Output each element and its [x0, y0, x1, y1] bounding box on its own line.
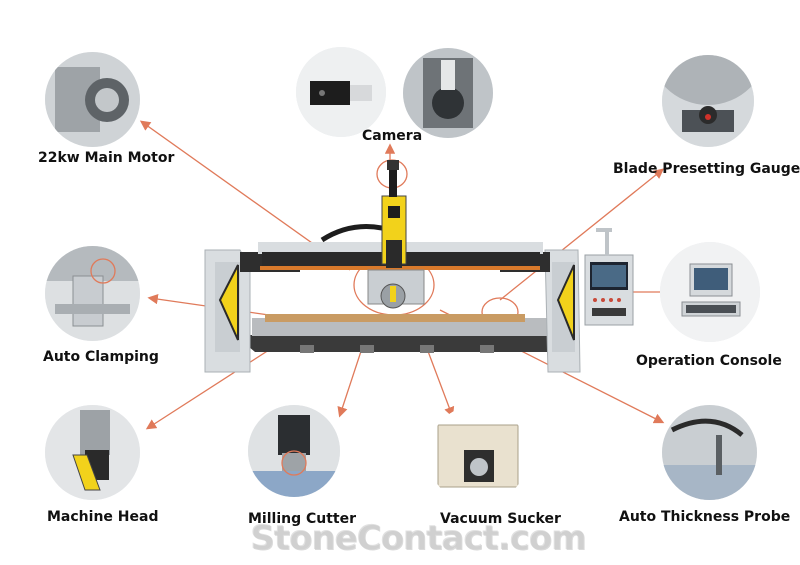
label-main-motor: 22kw Main Motor: [38, 150, 175, 166]
label-camera: Camera: [362, 128, 423, 144]
thickness-probe-photo: [662, 405, 757, 500]
camera-photo-1: [296, 47, 386, 137]
label-operation-console: Operation Console: [636, 353, 782, 369]
label-milling-cutter: Milling Cutter: [248, 511, 357, 527]
vacuum-sucker-photo: [428, 405, 528, 505]
label-vacuum-sucker: Vacuum Sucker: [440, 511, 561, 527]
label-machine-head: Machine Head: [47, 509, 159, 525]
label-blade-gauge: Blade Presetting Gauge: [613, 161, 800, 177]
label-auto-clamping: Auto Clamping: [43, 349, 159, 365]
auto-clamping-photo: [45, 246, 140, 341]
arrow-blade-gauge: [499, 168, 665, 301]
machine-head-photo: [45, 405, 140, 500]
label-thickness-probe: Auto Thickness Probe: [619, 509, 791, 525]
watermark: StoneContact.com: [250, 518, 586, 558]
milling-cutter-photo: [248, 405, 340, 497]
main-motor-photo: [45, 52, 140, 147]
operation-console-photo: [660, 242, 760, 342]
blade-gauge-photo: [662, 55, 754, 147]
camera-photo-2: [403, 48, 493, 138]
